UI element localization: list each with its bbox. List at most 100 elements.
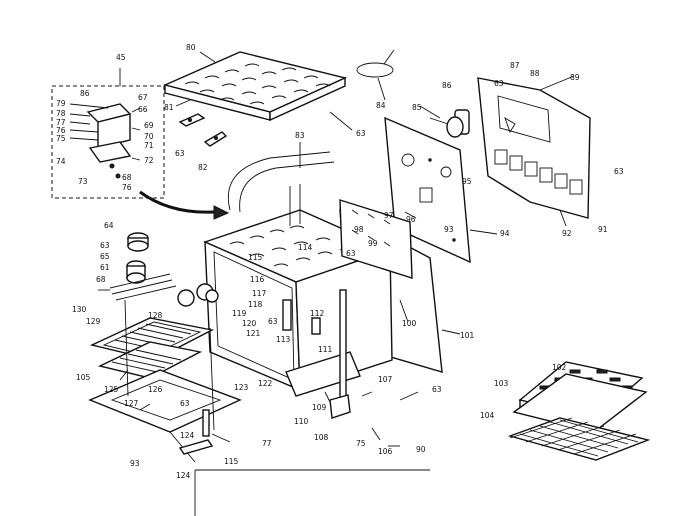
callout-87: 87 bbox=[510, 61, 520, 70]
callout-110: 110 bbox=[294, 417, 309, 426]
top-panel-part bbox=[162, 51, 348, 122]
callout-77b: 77 bbox=[262, 439, 272, 448]
callout-73: 73 bbox=[78, 177, 88, 186]
top-bracket-part bbox=[178, 113, 228, 147]
callout-129: 129 bbox=[86, 317, 101, 326]
gasket-loop-part bbox=[356, 49, 395, 78]
door-hinge-part bbox=[178, 409, 214, 455]
inset-detail-box bbox=[51, 85, 165, 199]
callout-106: 106 bbox=[378, 447, 393, 456]
callout-130: 130 bbox=[72, 305, 87, 314]
callout-81: 81 bbox=[164, 103, 174, 112]
callout-122: 122 bbox=[258, 379, 273, 388]
callout-128: 128 bbox=[148, 311, 163, 320]
callout-74: 74 bbox=[56, 157, 66, 166]
callout-86: 86 bbox=[80, 89, 90, 98]
callout-114: 114 bbox=[298, 243, 313, 252]
callout-125: 125 bbox=[104, 385, 119, 394]
callout-63h: 63 bbox=[180, 399, 190, 408]
callout-61: 61 bbox=[100, 263, 110, 272]
callout-69: 69 bbox=[144, 121, 154, 130]
bulb-socket-part bbox=[126, 260, 146, 284]
callout-92: 92 bbox=[562, 229, 572, 238]
callout-77: 77 bbox=[56, 118, 66, 127]
callout-76: 76 bbox=[56, 126, 66, 135]
callout-63e: 63 bbox=[346, 249, 356, 258]
callout-85: 85 bbox=[412, 103, 422, 112]
callout-86b: 86 bbox=[442, 81, 452, 90]
callout-66: 66 bbox=[138, 105, 148, 114]
callout-118: 118 bbox=[248, 300, 263, 309]
callout-112: 112 bbox=[310, 309, 325, 318]
callout-labels: 45 86 79 78 77 76 75 74 73 67 66 69 70 7… bbox=[56, 43, 624, 480]
callout-96: 96 bbox=[406, 215, 416, 224]
back-cover-part bbox=[477, 75, 591, 219]
callout-75: 75 bbox=[56, 134, 66, 143]
callout-93b: 93 bbox=[130, 459, 140, 468]
oven-body-part bbox=[203, 151, 443, 419]
callout-84: 84 bbox=[376, 101, 386, 110]
callout-63f: 63 bbox=[100, 241, 110, 250]
callout-93: 93 bbox=[444, 225, 454, 234]
callout-117: 117 bbox=[252, 289, 267, 298]
callout-63g: 63 bbox=[268, 317, 278, 326]
callout-103: 103 bbox=[494, 379, 509, 388]
callout-63i: 63 bbox=[432, 385, 442, 394]
callout-78: 78 bbox=[56, 109, 66, 118]
callout-63a: 63 bbox=[356, 129, 366, 138]
callout-116: 116 bbox=[250, 275, 265, 284]
callout-115b: 115 bbox=[224, 457, 239, 466]
callout-80: 80 bbox=[186, 43, 196, 52]
callout-94: 94 bbox=[500, 229, 510, 238]
callout-45: 45 bbox=[116, 53, 126, 62]
callout-65: 65 bbox=[100, 252, 110, 261]
callout-121: 121 bbox=[246, 329, 261, 338]
callout-127: 127 bbox=[124, 399, 139, 408]
callout-89: 89 bbox=[570, 73, 580, 82]
callout-90: 90 bbox=[416, 445, 426, 454]
callout-72: 72 bbox=[144, 156, 154, 165]
callout-120: 120 bbox=[242, 319, 257, 328]
callout-91: 91 bbox=[598, 225, 608, 234]
broiler-pan-part bbox=[507, 361, 651, 461]
callout-100: 100 bbox=[402, 319, 417, 328]
callout-88: 88 bbox=[530, 69, 540, 78]
callout-97: 97 bbox=[384, 211, 394, 220]
callout-126: 126 bbox=[148, 385, 163, 394]
callout-109: 109 bbox=[312, 403, 327, 412]
callout-108: 108 bbox=[314, 433, 329, 442]
leader-lines bbox=[98, 51, 567, 447]
callout-75b: 75 bbox=[356, 439, 366, 448]
callout-107: 107 bbox=[378, 375, 393, 384]
callout-63d: 63 bbox=[614, 167, 624, 176]
callout-119: 119 bbox=[232, 309, 247, 318]
knob-part bbox=[127, 232, 149, 252]
callout-71: 71 bbox=[144, 141, 154, 150]
callout-101: 101 bbox=[460, 331, 475, 340]
oven-rack-part bbox=[89, 317, 215, 379]
callout-98: 98 bbox=[354, 225, 364, 234]
callout-105: 105 bbox=[76, 373, 91, 382]
callout-63b: 63 bbox=[175, 149, 185, 158]
callout-70: 70 bbox=[144, 132, 154, 141]
callout-67: 67 bbox=[138, 93, 148, 102]
bake-element-part bbox=[109, 273, 219, 307]
callout-76b: 76 bbox=[122, 183, 132, 192]
callout-99: 99 bbox=[368, 239, 378, 248]
callout-113: 113 bbox=[276, 335, 291, 344]
callout-111: 111 bbox=[318, 345, 333, 354]
callout-102: 102 bbox=[552, 363, 567, 372]
callout-124b: 124 bbox=[176, 471, 191, 480]
callout-64: 64 bbox=[104, 221, 114, 230]
switch-part bbox=[429, 109, 470, 138]
callout-124: 124 bbox=[180, 431, 195, 440]
callout-95: 95 bbox=[462, 177, 472, 186]
callout-79: 79 bbox=[56, 99, 66, 108]
callout-83: 83 bbox=[295, 131, 305, 140]
callout-68: 68 bbox=[122, 173, 132, 182]
callout-63c: 63 bbox=[494, 79, 504, 88]
callout-68b: 68 bbox=[96, 275, 106, 284]
callout-82: 82 bbox=[198, 163, 208, 172]
callout-104: 104 bbox=[480, 411, 495, 420]
